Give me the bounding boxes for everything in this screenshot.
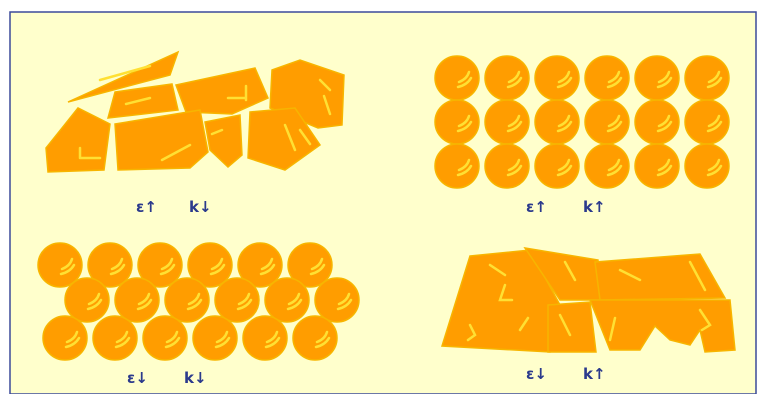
panel-bottom-right-k: k↑ [583,367,606,382]
panel-top-right-k: k↑ [583,200,606,215]
grain [93,316,137,360]
grain [435,100,479,144]
grain [585,56,629,100]
grain [635,56,679,100]
grain [685,144,729,188]
grain [535,56,579,100]
grain [293,316,337,360]
grain [65,278,109,322]
grain [685,56,729,100]
grain [535,100,579,144]
grain [585,144,629,188]
grain [215,278,259,322]
grain [548,302,596,352]
grain [685,100,729,144]
grain [585,100,629,144]
grain [485,56,529,100]
grain [243,316,287,360]
panel-top-left-k: k↓ [189,200,212,215]
panel-top-left-epsilon: ε↑ [136,200,157,215]
panel-bottom-left-k: k↓ [184,371,207,386]
grain [435,144,479,188]
grain [115,278,159,322]
panel-bottom-right-epsilon: ε↓ [526,367,547,382]
grain [535,144,579,188]
panel-bottom-left-epsilon: ε↓ [127,371,148,386]
grain [635,100,679,144]
grain [43,316,87,360]
grain [38,243,82,287]
grain [165,278,209,322]
grain [435,56,479,100]
panel-top-right-epsilon: ε↑ [526,200,547,215]
grain [485,100,529,144]
grain [193,316,237,360]
grain [265,278,309,322]
grain [315,278,359,322]
grain [635,144,679,188]
grain [485,144,529,188]
grain [143,316,187,360]
